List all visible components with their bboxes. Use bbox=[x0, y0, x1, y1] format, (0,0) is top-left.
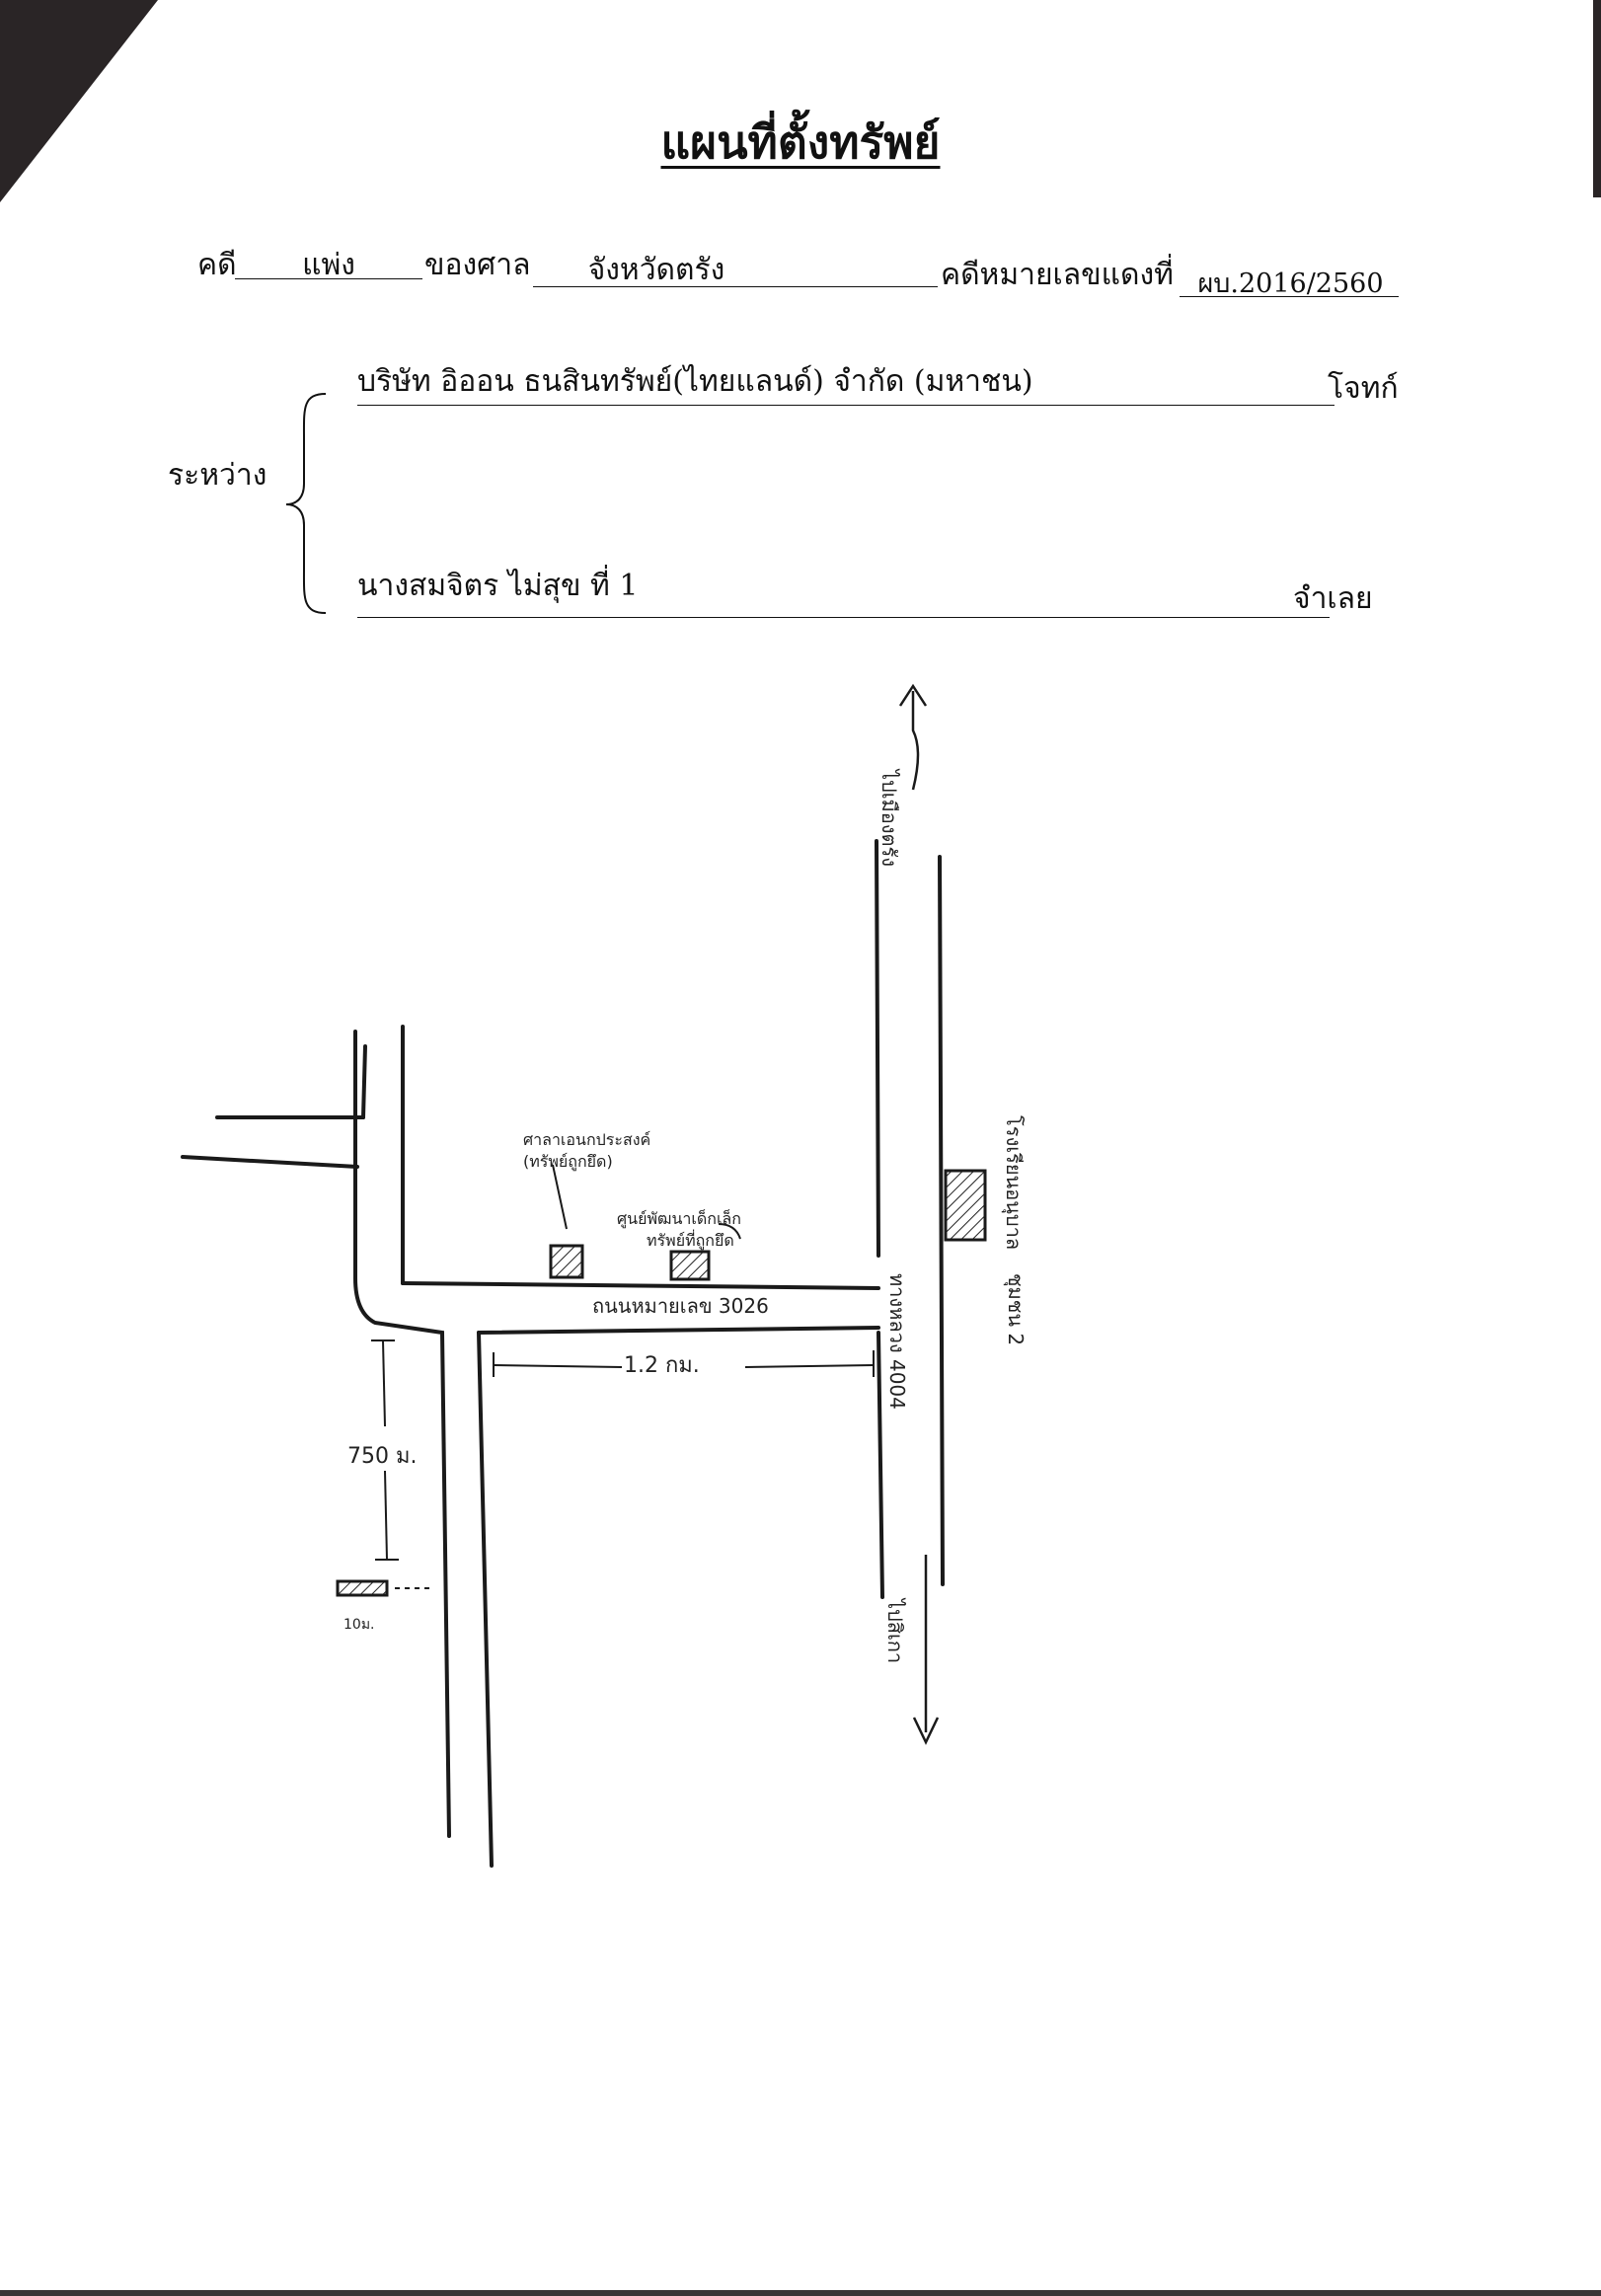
between-label: ระหว่าง bbox=[168, 458, 267, 493]
landmark-east-label: โรงเรียนอนุบาล bbox=[1001, 1115, 1026, 1250]
arrow-north-shaft bbox=[911, 691, 920, 791]
landmark-right-pointer bbox=[718, 1223, 741, 1240]
south-road-label: ไปสิเกา bbox=[883, 1597, 907, 1663]
scan-dark-edge bbox=[1593, 0, 1601, 197]
plaintiff-name: บริษัท อิออน ธนสินทรัพย์(ไทยแลนด์) จำกัด… bbox=[357, 364, 1033, 399]
west-road-east-edge-south bbox=[477, 1331, 494, 1868]
court-value: จังหวัดตรัง bbox=[587, 253, 725, 287]
road-3026-label: ถนนหมายเลข 3026 bbox=[592, 1294, 769, 1318]
court-label: ของศาล bbox=[424, 248, 531, 282]
dim-vertical-label: 750 ม. bbox=[347, 1444, 417, 1469]
landmark-east-box bbox=[944, 1169, 987, 1242]
document-title: แผนที่ตั้งทรัพย์ bbox=[660, 115, 941, 169]
arrow-south-icon bbox=[912, 1717, 940, 1745]
dim-horizontal-left bbox=[493, 1364, 623, 1368]
red-number-value: ผบ.2016/2560 bbox=[1197, 268, 1384, 299]
landmark-right-sublabel: ทรัพย์ที่ถูกยึด bbox=[647, 1229, 734, 1251]
defendant-role: จำเลย bbox=[1293, 581, 1373, 616]
landmark-east-sublabel: ชุมชน 2 bbox=[1003, 1273, 1028, 1345]
dim-horizontal-right bbox=[744, 1364, 875, 1368]
red-number-line bbox=[1180, 296, 1399, 297]
highway-left-edge-south bbox=[877, 1331, 884, 1599]
west-road-west-edge bbox=[353, 1030, 451, 1838]
case-type-line bbox=[235, 278, 422, 279]
highway-right-edge bbox=[938, 855, 945, 1586]
landmark-right-label: ศูนย์พัฒนาเด็กเล็ก bbox=[617, 1208, 741, 1229]
defendant-line bbox=[357, 617, 1330, 618]
marker-bottom-box bbox=[336, 1579, 389, 1597]
north-road-label: ไปเมืองตรัง bbox=[877, 768, 901, 867]
arrow-north-icon bbox=[898, 683, 928, 707]
scan-dark-corner bbox=[0, 0, 158, 202]
scan-dark-edge-bottom bbox=[0, 2290, 1601, 2296]
landmark-left-label: ศาลาเอนกประสงค์ bbox=[523, 1130, 650, 1149]
marker-bottom-label: 10ม. bbox=[343, 1617, 375, 1633]
plaintiff-role: โจทก์ bbox=[1328, 371, 1399, 406]
dim-vertical-bottom bbox=[384, 1470, 388, 1561]
defendant-name: นางสมจิตร ไม่สุข ที่ 1 bbox=[357, 569, 639, 603]
landmark-left-sublabel: (ทรัพย์ถูกยึด) bbox=[523, 1152, 613, 1172]
case-type-value: แพ่ง bbox=[302, 248, 355, 282]
road-3026-south-edge bbox=[477, 1326, 880, 1335]
highway-left-edge-north bbox=[875, 839, 880, 1258]
between-brace bbox=[285, 393, 327, 614]
dim-vertical-top bbox=[382, 1339, 386, 1427]
landmark-right-box bbox=[669, 1250, 711, 1281]
landmark-left-pointer bbox=[552, 1164, 568, 1230]
highway-4004-label: ทางหลวง 4004 bbox=[885, 1273, 909, 1410]
road-3026-north-edge bbox=[401, 1281, 880, 1290]
plaintiff-line bbox=[357, 405, 1334, 406]
west-spur-corner bbox=[361, 1044, 367, 1119]
landmark-left-box bbox=[549, 1244, 584, 1279]
court-line bbox=[533, 286, 938, 287]
dim-horizontal-label: 1.2 กม. bbox=[624, 1353, 700, 1378]
case-label: คดี bbox=[197, 248, 237, 282]
west-spur-south bbox=[181, 1155, 359, 1169]
red-number-label: คดีหมายเลขแดงที่ bbox=[941, 258, 1174, 292]
